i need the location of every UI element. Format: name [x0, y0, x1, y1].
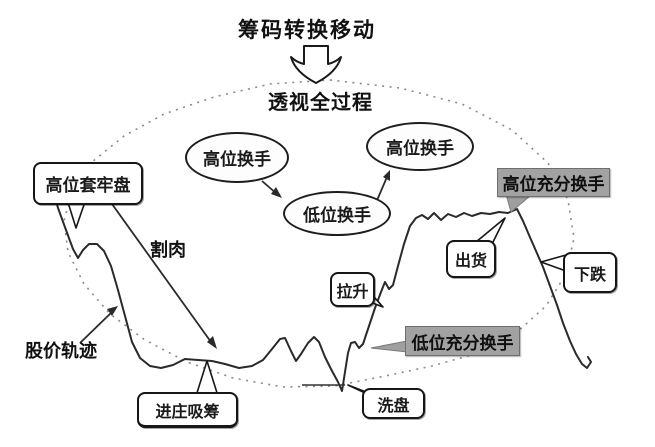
- cut-loss-arrow: [111, 203, 217, 349]
- callout-decline: 下跌: [563, 252, 617, 293]
- highlight-high-full-turnover: 高位充分换手: [497, 168, 610, 197]
- bubble-high-turnover-1: 高位换手: [185, 132, 289, 183]
- down-block-arrow-icon: [290, 45, 342, 84]
- diagram-title: 筹码转换移动: [238, 18, 376, 42]
- annotation-price-trajectory: 股价轨迹: [25, 341, 97, 362]
- high-to-low-arrow: [261, 180, 282, 198]
- price-trajectory-arrow: [79, 306, 118, 344]
- callout-trapped-position: 高位套牢盘: [33, 162, 143, 205]
- callout-accumulation: 进庄吸筹: [137, 392, 238, 428]
- highlight-low-full-turnover: 低位充分换手: [405, 326, 520, 356]
- bubble-high-turnover-2: 高位换手: [366, 122, 474, 171]
- annotation-cut-loss: 割肉: [150, 240, 186, 261]
- process-subtitle: 透视全过程: [268, 90, 373, 114]
- absorb-tail: [195, 360, 219, 397]
- bubble-label: 高位换手: [203, 150, 271, 170]
- bubble-label: 高位换手: [386, 139, 454, 159]
- callout-distribution: 出货: [446, 240, 496, 278]
- price-line: [51, 185, 592, 392]
- callout-washout: 洗盘: [362, 388, 425, 419]
- dashed-ellipse: [63, 79, 575, 388]
- callout-pull-up: 拉升: [330, 272, 375, 307]
- bubble-low-turnover: 低位换手: [283, 191, 391, 236]
- bubble-label: 低位换手: [303, 206, 371, 226]
- low-full-tail: [370, 340, 408, 353]
